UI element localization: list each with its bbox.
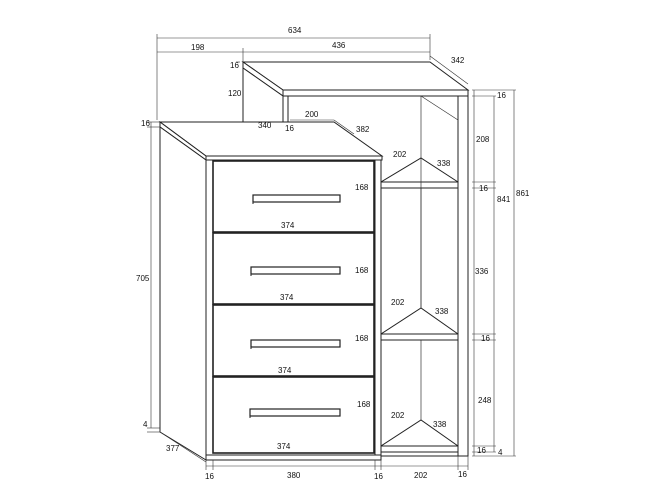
dimension-lines (147, 34, 516, 470)
dim-cabinet-depth: 377 (166, 444, 180, 453)
dim-shelf3-width: 202 (391, 411, 405, 420)
dim-right-gap-mid: 336 (475, 267, 489, 276)
dim-shelf2-depth: 338 (435, 307, 449, 316)
dim-drawer2-height: 168 (355, 266, 369, 275)
dim-bottom-left-panel: 16 (205, 472, 214, 481)
dim-right-shelf1-thickness: 16 (479, 184, 488, 193)
dim-drawer1-height: 168 (355, 183, 369, 192)
dim-drawer3-height: 168 (355, 334, 369, 343)
dim-shelf3-depth: 338 (433, 420, 447, 429)
dim-total-height: 861 (516, 189, 530, 198)
dim-drawer1-width: 374 (281, 221, 295, 230)
dim-bottom-right-panel: 16 (458, 470, 467, 479)
drawer-4[interactable] (212, 376, 375, 454)
dim-shelf1-depth: 338 (437, 159, 451, 168)
dim-right-gap-top: 208 (476, 135, 490, 144)
dim-right-inner-height: 841 (497, 195, 511, 204)
dim-bottom-shelf-width: 202 (414, 471, 428, 480)
dim-total-width: 634 (288, 26, 302, 35)
dim-side-depth: 340 (258, 121, 272, 130)
drawer-1[interactable] (212, 160, 375, 233)
dim-shelf2-width: 202 (391, 298, 405, 307)
dim-right-bottom-thickness: 16 (477, 446, 486, 455)
dim-top-thickness: 16 (230, 61, 239, 70)
dim-bottom-mid-panel: 16 (374, 472, 383, 481)
dim-base-thickness: 4 (143, 420, 148, 429)
dim-top-box-depth: 342 (451, 56, 465, 65)
dimension-labels: 634 198 436 342 16 120 340 16 200 382 16… (136, 26, 530, 481)
right-shelving-unit (380, 95, 469, 457)
drawer-2[interactable] (212, 232, 375, 305)
drawer-3[interactable] (212, 304, 375, 377)
dim-left-offset: 198 (191, 43, 205, 52)
dim-cabinet-height: 705 (136, 274, 150, 283)
dim-cabinet-top-thickness: 16 (141, 119, 150, 128)
dim-right-top-thickness: 16 (497, 91, 506, 100)
dim-right-shelf2-thickness: 16 (481, 334, 490, 343)
dim-drawer3-width: 374 (278, 366, 292, 375)
dim-drawer2-width: 374 (280, 293, 294, 302)
dim-drawer4-width: 374 (277, 442, 291, 451)
dim-drawer4-height: 168 (357, 400, 371, 409)
dim-right-base: 4 (498, 448, 503, 457)
drawer-3-handle[interactable] (250, 339, 341, 348)
drawer-4-handle[interactable] (249, 408, 341, 417)
dim-top-box-height: 120 (228, 89, 242, 98)
dim-right-gap-bottom: 248 (478, 396, 492, 405)
dim-inner-width-top: 200 (305, 110, 319, 119)
dim-top-box-width: 436 (332, 41, 346, 50)
drawer-2-handle[interactable] (250, 266, 341, 275)
dim-bottom-cabinet-width: 380 (287, 471, 301, 480)
drawer-1-handle[interactable] (252, 194, 341, 203)
dim-shelf1-width: 202 (393, 150, 407, 159)
dim-inner-depth-top: 382 (356, 125, 370, 134)
dim-side-thickness: 16 (285, 124, 294, 133)
